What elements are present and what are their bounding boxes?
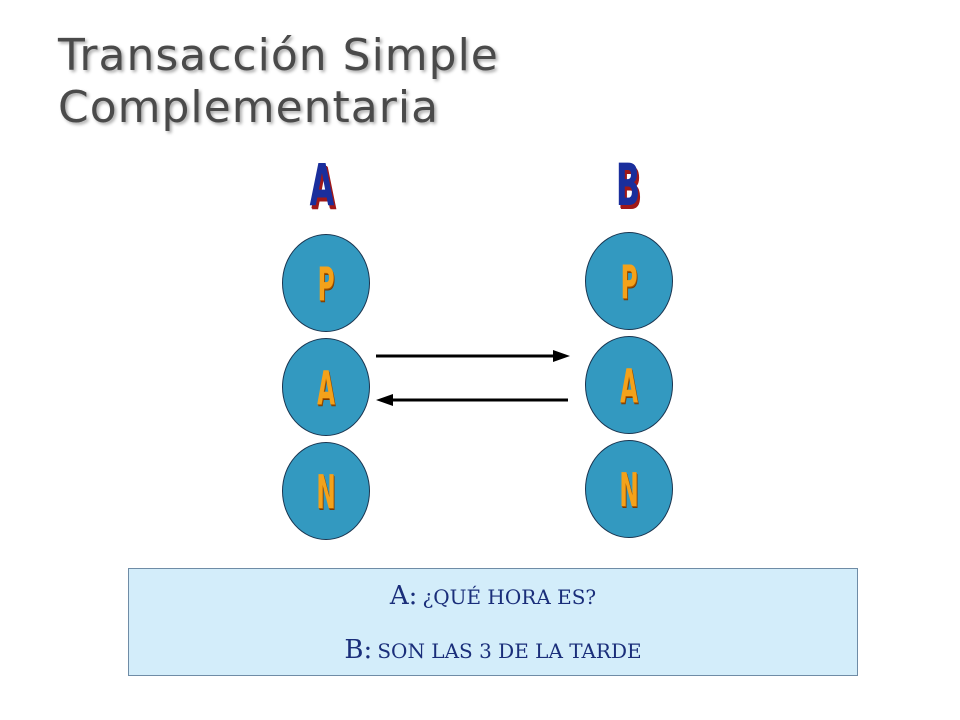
dialog-line-b: B: SON LAS 3 DE LA TARDE [129,635,857,665]
title-line-2: Complementaria [58,82,440,133]
party-a-parent-letter: P [317,257,335,311]
party-b-adult-node: A [585,336,673,434]
party-b-adult-letter: A [620,359,638,413]
dialog-text-a: ¿QUÉ HORA ES? [422,585,597,609]
party-b-child-letter: N [619,463,639,517]
dialog-text-b: SON LAS 3 DE LA TARDE [377,639,642,663]
party-a-parent-node: P [282,234,370,332]
arrow-b-to-a-head [376,394,393,406]
party-a-adult-node: A [282,338,370,436]
party-a-label: A [309,151,335,219]
slide-title: Transacción Simple Complementaria [58,30,499,134]
arrow-a-to-b-head [553,350,570,362]
title-line-1: Transacción Simple [58,30,499,81]
party-b-label: B [615,151,641,219]
dialog-box: A: ¿QUÉ HORA ES? B: SON LAS 3 DE LA TARD… [128,568,858,676]
party-a-adult-letter: A [317,361,335,415]
party-b-child-node: N [585,440,673,538]
dialog-line-a: A: ¿QUÉ HORA ES? [129,581,857,611]
dialog-speaker-b: B: [344,635,373,665]
dialog-speaker-a: A: [389,581,418,611]
party-a-child-node: N [282,442,370,540]
party-b-parent-letter: P [620,255,638,309]
party-a-child-letter: N [316,465,336,519]
party-b-parent-node: P [585,232,673,330]
